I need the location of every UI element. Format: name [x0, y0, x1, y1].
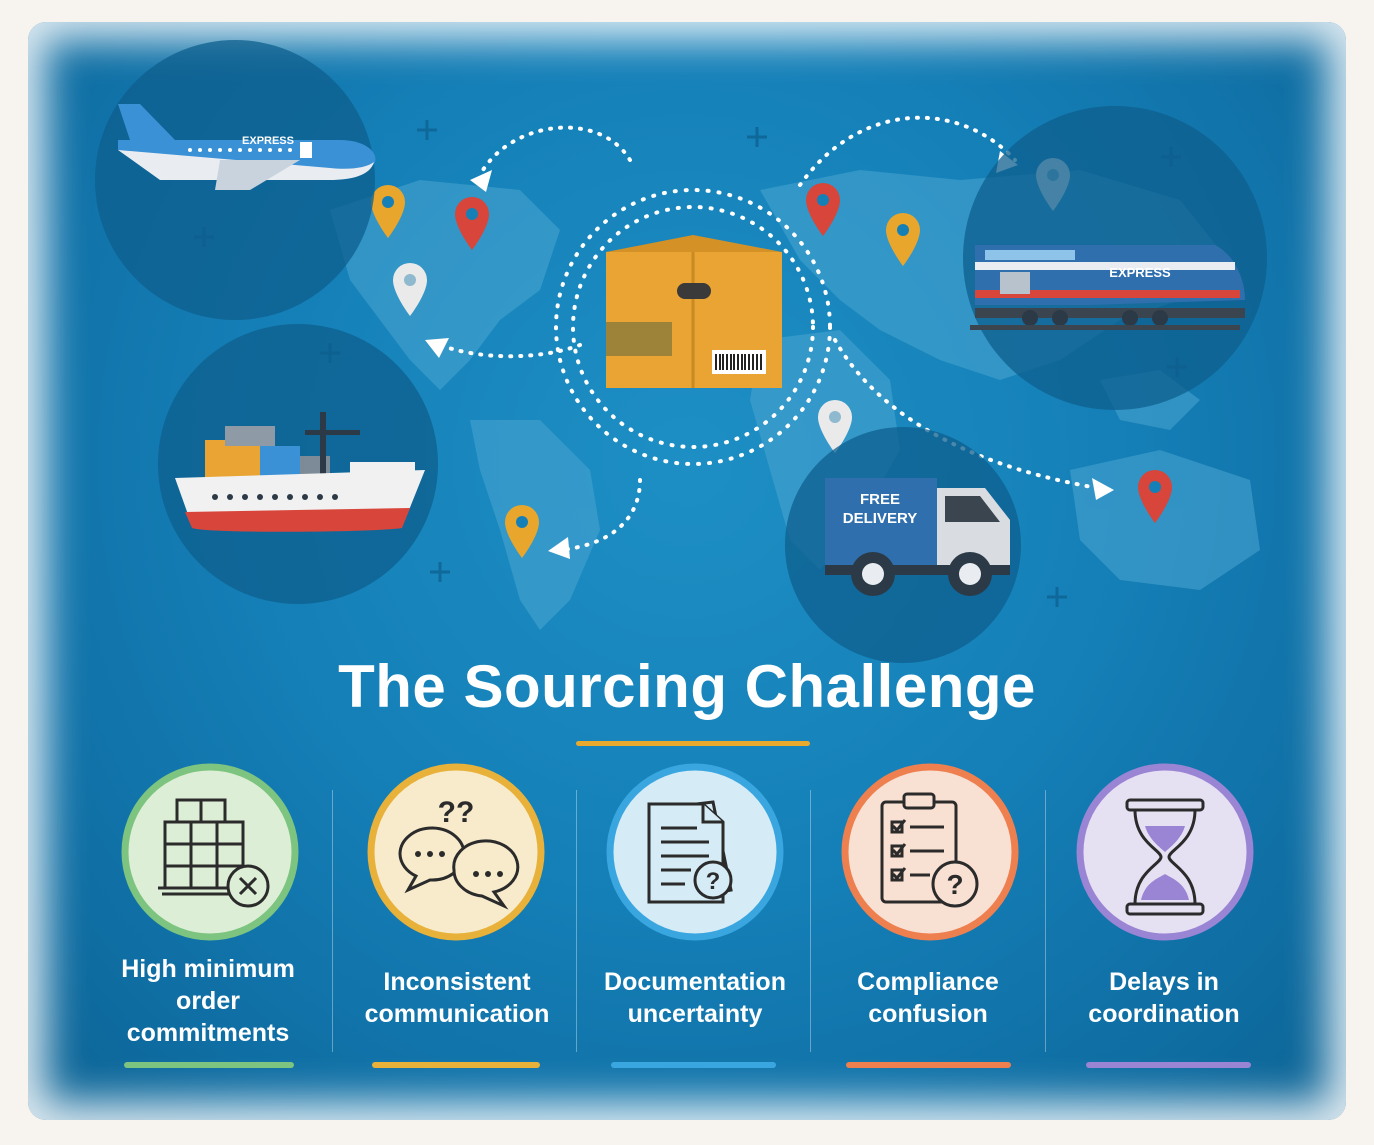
- truck-badge: FREE DELIVERY: [785, 427, 1021, 663]
- pin-icon: [371, 185, 405, 238]
- challenge-underline: [1086, 1062, 1251, 1068]
- central-package: [554, 188, 832, 466]
- ship-badge: [158, 324, 438, 604]
- hourglass-icon: [1076, 763, 1254, 941]
- challenge-underline: [372, 1062, 540, 1068]
- speech-bubbles-question-icon: ??: [367, 763, 545, 941]
- challenge-label: Delays in coordination: [1088, 968, 1240, 1028]
- clipboard-checklist-question-icon: ?: [841, 763, 1019, 941]
- title-underline: [576, 741, 810, 746]
- airplane-icon: EXPRESS: [118, 104, 376, 190]
- truck-label-line1: FREE: [860, 491, 900, 508]
- column-divider: [1045, 790, 1046, 1052]
- challenge-label: High minimum order commitments: [121, 955, 295, 1047]
- documents-question-icon: ?: [606, 763, 784, 941]
- svg-text:?: ?: [706, 868, 721, 895]
- delivery-truck-icon: FREE DELIVERY: [825, 478, 1010, 596]
- pin-icon: [886, 213, 920, 266]
- train-label: EXPRESS: [1109, 265, 1171, 280]
- challenge-label: Compliance confusion: [857, 968, 999, 1028]
- truck-label-line2: DELIVERY: [843, 510, 917, 527]
- pin-icon: [818, 400, 852, 453]
- challenge-underline: [611, 1062, 776, 1068]
- pin-icon: [806, 183, 840, 236]
- column-divider: [332, 790, 333, 1052]
- pin-icon: [393, 263, 427, 316]
- stacked-boxes-x-icon: [121, 763, 299, 941]
- challenge-underline: [124, 1062, 294, 1068]
- shipping-routes: [438, 115, 1112, 552]
- svg-text:??: ??: [438, 796, 475, 829]
- pin-icon: [505, 505, 539, 558]
- challenge-label: Inconsistent communication: [364, 968, 550, 1028]
- express-train-icon: EXPRESS: [970, 245, 1245, 330]
- airplane-label: EXPRESS: [242, 135, 294, 147]
- svg-text:?: ?: [946, 869, 963, 900]
- page-title: The Sourcing Challenge: [338, 653, 1036, 720]
- airplane-badge: EXPRESS: [95, 40, 376, 320]
- cargo-ship-icon: [175, 412, 425, 532]
- pin-icon: [455, 197, 489, 250]
- column-divider: [810, 790, 811, 1052]
- pin-icon: [1138, 470, 1172, 523]
- train-badge: EXPRESS: [963, 106, 1267, 410]
- challenge-label: Documentation uncertainty: [604, 968, 786, 1028]
- column-divider: [576, 790, 577, 1052]
- challenge-underline: [846, 1062, 1011, 1068]
